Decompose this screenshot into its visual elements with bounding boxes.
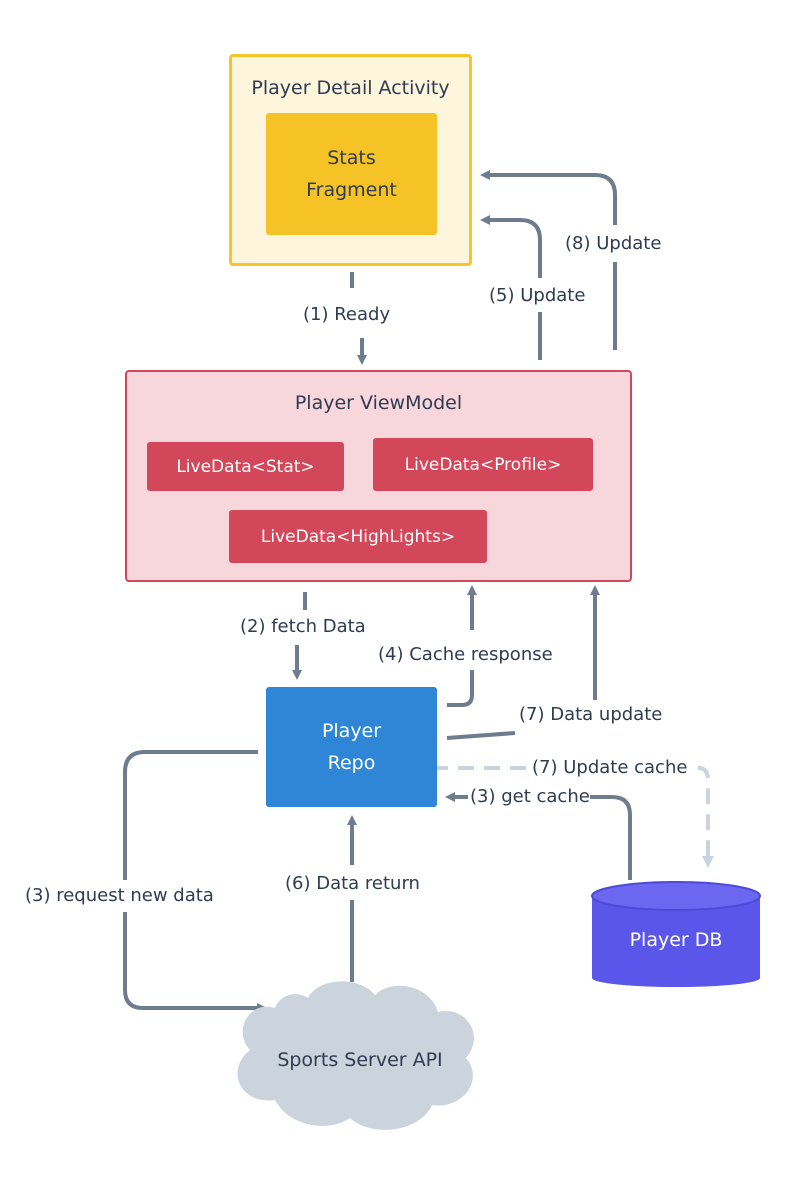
label-data-return: (6) Data return	[285, 873, 420, 894]
label-get-cache: (3) get cache	[470, 786, 590, 807]
db-label-text: Player DB	[629, 929, 723, 951]
stats-fragment-box: Stats Fragment	[266, 113, 437, 235]
edge-request-arrow	[123, 750, 262, 1008]
edge-cache-response-arrow	[447, 590, 472, 707]
player-repo-box: Player Repo	[266, 687, 437, 807]
repo-line1: Player	[321, 720, 382, 742]
activity-title: Player Detail Activity	[251, 77, 450, 99]
api-label-text: Sports Server API	[277, 1049, 443, 1071]
label-request: (3) request new data	[25, 885, 214, 906]
viewmodel-title: Player ViewModel	[294, 392, 463, 414]
label-ready: (1) Ready	[303, 304, 391, 325]
livedata-stat-label: LiveData<Stat>	[176, 456, 315, 477]
label-data-update: (7) Data update	[519, 704, 663, 725]
fragment-line2: Fragment	[306, 179, 397, 201]
edge-update5-arrow	[485, 220, 542, 360]
label-update5: (5) Update	[489, 285, 586, 306]
livedata-profile-label: LiveData<Profile>	[404, 454, 562, 475]
edge-update8-arrow	[485, 175, 617, 350]
label-update8: (8) Update	[565, 233, 662, 254]
edge-get-cache-arrow	[450, 797, 632, 880]
repo-line2: Repo	[327, 752, 376, 774]
player-db-label: Player DB	[592, 915, 760, 965]
sports-server-api-cloud	[237, 981, 474, 1130]
sports-server-api-label: Sports Server API	[240, 1040, 480, 1080]
label-cache-response: (4) Cache response	[378, 644, 553, 665]
edge-data-update-arrow	[446, 590, 595, 740]
livedata-highlights-label: LiveData<HighLights>	[260, 526, 456, 547]
fragment-line1: Stats	[327, 147, 376, 169]
player-db-cylinder	[591, 881, 761, 987]
livedata-stat: LiveData<Stat>	[147, 442, 344, 491]
edge-update-cache-arrow	[432, 766, 708, 862]
label-update-cache: (7) Update cache	[532, 757, 688, 778]
livedata-highlights: LiveData<HighLights>	[229, 510, 487, 563]
edge-fetch-arrow	[297, 592, 307, 675]
livedata-profile: LiveData<Profile>	[373, 438, 593, 491]
label-fetch: (2) fetch Data	[240, 616, 366, 637]
edge-ready-arrow	[350, 272, 362, 360]
